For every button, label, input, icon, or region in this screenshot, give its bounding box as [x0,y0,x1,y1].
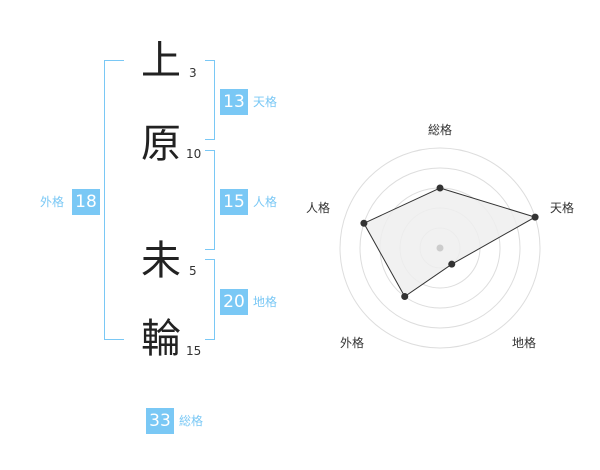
name-char-3: 未 [141,238,181,284]
tenkaku-label: 天格 [253,95,278,109]
stroke-count-1: 3 [189,66,197,80]
stroke-count-4: 15 [186,344,202,358]
gaikaku-value-badge: 18 [72,189,100,215]
radar-ring-5 [339,147,541,349]
chikaku-value-badge: 20 [220,289,248,315]
soukaku-label: 総格 [179,414,204,428]
gaikaku-label: 外格 [40,195,65,209]
radar-polygon [363,187,537,298]
radar-ring-4 [359,167,521,329]
chikaku-bracket [205,259,215,340]
radar-point-5 [360,219,368,227]
axis-label-tenkaku: 天格 [550,200,574,215]
tenkaku-value-badge: 13 [220,89,248,115]
axis-label-gaikaku: 外格 [340,335,364,350]
name-char-4: 輪 [141,316,181,362]
jinkaku-bracket [205,150,215,250]
tenkaku-bracket [205,60,215,140]
radar-points [360,184,539,301]
axis-label-soukaku: 総格 [428,122,452,137]
name-char-2: 原 [141,121,181,167]
radar-point-2 [531,213,539,221]
gaikaku-bracket [104,60,124,340]
stroke-count-2: 10 [186,147,202,161]
name-char-1: 上 [141,38,181,84]
radar-point-4 [401,293,409,301]
jinkaku-label: 人格 [253,195,278,209]
radar-point-1 [436,184,444,192]
jinkaku-value-badge: 15 [220,189,248,215]
radar-center-dot [436,244,444,252]
soukaku-value-badge: 33 [146,408,174,434]
stroke-count-3: 5 [189,264,197,278]
axis-label-jinkaku: 人格 [306,200,330,215]
chikaku-label: 地格 [253,295,278,309]
radar-point-3 [448,260,456,268]
axis-label-chikaku: 地格 [512,335,536,350]
